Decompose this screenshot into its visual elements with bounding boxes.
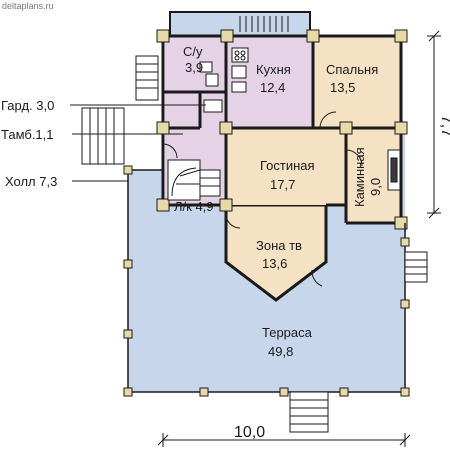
callout-hall: Холл 7,3	[5, 174, 57, 189]
stove-icon	[231, 47, 249, 63]
bottom-stair	[289, 391, 329, 433]
living-area: 17,7	[270, 177, 295, 192]
tv-zone-name: Зона тв	[256, 238, 302, 253]
doors	[162, 111, 363, 287]
bedroom-name: Спальня	[326, 62, 378, 77]
toilet-icon	[199, 61, 219, 87]
living-name: Гостиная	[260, 158, 315, 173]
terrace-name: Терраса	[262, 325, 313, 340]
bedroom-area: 13,5	[330, 80, 355, 95]
log-corners	[156, 29, 408, 230]
fireplace-area: 9,0	[368, 178, 383, 196]
spiral-stair	[167, 159, 221, 201]
left-upper-stair	[135, 55, 159, 101]
bathroom-name: С/у	[183, 44, 203, 59]
terrace-posts	[123, 165, 410, 397]
bedroom-floor	[313, 36, 401, 128]
callout-wardrobe: Гард. 3,0	[1, 98, 54, 113]
terrace-area: 49,8	[268, 344, 293, 359]
fireplace-icon	[387, 149, 401, 191]
fireplace-name: Каминная	[352, 147, 367, 207]
callout-leaders	[70, 104, 206, 182]
bathroom-area: 3,9	[185, 60, 203, 75]
stair-label: Л/к 4,9	[174, 199, 214, 214]
top-balcony-steps	[239, 16, 289, 32]
tv-zone-area: 13,6	[262, 256, 287, 271]
wardrobe-shelf-icon	[203, 99, 223, 113]
width-dimension: 10,0	[234, 424, 265, 441]
kitchen-name: Кухня	[256, 62, 291, 77]
counter-icon	[231, 81, 247, 93]
depth-dimension: 7,7	[438, 115, 450, 137]
right-side-stair	[404, 251, 428, 283]
kitchen-area: 12,4	[260, 80, 285, 95]
width-dimension-line	[157, 433, 411, 447]
living-floor	[226, 128, 346, 205]
callout-vestibule: Тамб.1,1	[1, 127, 54, 142]
depth-dimension-line	[427, 30, 441, 219]
watermark: deltaplans.ru	[2, 1, 54, 11]
left-entrance-stair	[81, 107, 125, 165]
sink-icon	[231, 65, 247, 79]
